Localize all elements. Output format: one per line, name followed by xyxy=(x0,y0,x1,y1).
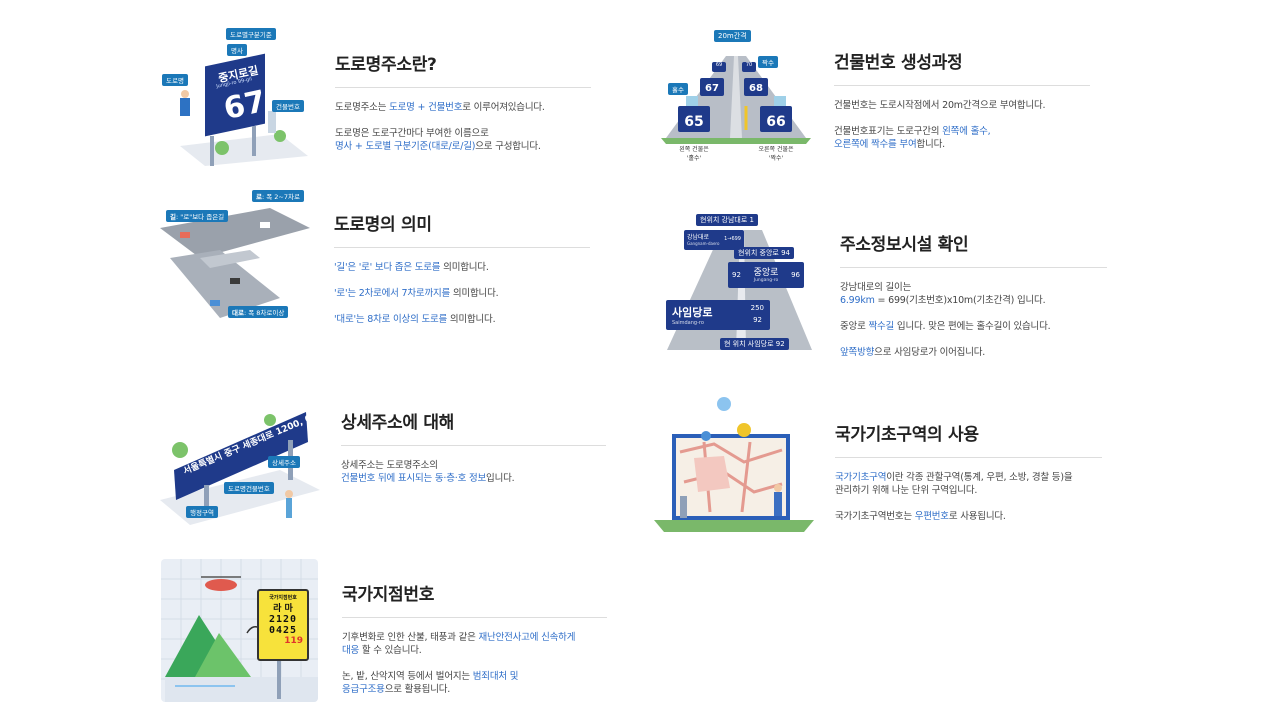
tag-road-criterion: 도로별구분기준 xyxy=(226,28,276,40)
detail-address-illustration: 서울특별시 중구 세종대로 1200, 00동 00호 상세주소 도로명건물번호… xyxy=(160,390,349,530)
road-meaning-illustration: 로: 폭 2~7차로 길: "로"보다 좁은길 대로: 폭 8차로이상 xyxy=(160,188,310,328)
card-title: 상세주소에 대해 xyxy=(341,408,606,446)
tag-even: 짝수 xyxy=(758,56,778,68)
card-description: 건물번호는 도로시작점에서 20m간격으로 부여합니다. 건물번호표기는 도로구… xyxy=(834,100,1046,150)
card-description: 상세주소는 도로명주소의 건물번호 뒤에 표시되는 동·층·호 정보입니다. xyxy=(341,460,515,484)
tag-ro: 로: 폭 2~7차로 xyxy=(252,190,304,202)
card-title: 도로명주소란? xyxy=(335,50,591,88)
isometric-roads-graphic xyxy=(160,208,310,318)
sign-saimdang-ro: 사임당로 Saimdang-ro 250 92 xyxy=(666,300,770,330)
card-description: 기후변화로 인한 산불, 태풍과 같은 재난안전사고에 신속하게 대응 할 수 … xyxy=(342,632,576,695)
card-title: 건물번호 생성과정 xyxy=(834,48,1090,86)
sign-68: 68 xyxy=(744,78,768,96)
location-tag-2: 현위치 중앙로 94 xyxy=(734,247,794,259)
national-point-number-illustration: 국가지점번호 라 마 2120 0425 119 xyxy=(161,559,318,702)
tag-road-name: 도로명 xyxy=(162,74,188,86)
sign-gangnam-daero: 강남대로 Gangnam-daero 1→699 xyxy=(684,230,744,250)
board-row-1: 2120 xyxy=(268,614,298,625)
road-sign-illustration: 도로별구분기준 명사 도로명 건물번호 중지로길 Jungji-ro 99-gi… xyxy=(160,26,310,166)
board-title: 국가지점번호 xyxy=(269,595,297,601)
address-facility-illustration: 현위치 강남대로 1 강남대로 Gangnam-daero 1→699 현위치 … xyxy=(662,210,820,355)
map-screen-graphic xyxy=(654,397,814,532)
sign-67: 67 xyxy=(700,78,724,96)
card-title: 주소정보시설 확인 xyxy=(840,230,1107,268)
card-description: '길'은 '로' 보다 좁은 도로를 의미합니다. '로'는 2차로에서 7차로… xyxy=(334,262,499,325)
sign-jungang-ro: 중앙로 Jungang-ro 92 96 xyxy=(728,262,804,288)
road-sign-graphic xyxy=(180,53,308,166)
card-title: 도로명의 의미 xyxy=(334,210,590,248)
national-basic-zone-illustration xyxy=(654,392,814,537)
tag-building-number: 도로명건물번호 xyxy=(224,482,274,494)
tag-admin-area: 행정구역 xyxy=(186,506,218,518)
tag-building-number: 건물번호 xyxy=(272,100,304,112)
point-number-board: 국가지점번호 라 마 2120 0425 119 xyxy=(257,589,309,661)
board-row-2: 0425 xyxy=(268,625,298,636)
tag-noun: 명사 xyxy=(227,44,247,56)
tag-interval: 20m간격 xyxy=(714,30,751,42)
sign-66: 66 xyxy=(760,106,792,132)
sign-69: 69 xyxy=(712,62,726,72)
sign-70: 70 xyxy=(742,62,756,72)
right-building-label: 오른쪽 건물은'짝수' xyxy=(758,146,794,162)
card-description: 강남대로의 길이는 6.99km = 699(기초번호)x10m(기초간격) 입… xyxy=(840,282,1051,358)
tag-gil: 길: "로"보다 좁은길 xyxy=(166,210,229,222)
location-tag-1: 현위치 강남대로 1 xyxy=(696,214,758,226)
sign-65: 65 xyxy=(678,106,710,132)
board-letters: 라 마 xyxy=(273,604,293,614)
card-description: 국가기초구역이란 각종 관할구역(통계, 우편, 소방, 경찰 등)을 관리하기… xyxy=(835,472,1073,522)
card-title: 국가기초구역의 사용 xyxy=(835,420,1102,458)
building-number-illustration: 20m간격 짝수 홀수 69 70 67 68 65 66 왼쪽 건물은'홀수'… xyxy=(656,26,816,166)
card-title: 국가지점번호 xyxy=(342,580,607,618)
tag-odd: 홀수 xyxy=(668,83,688,95)
card-description: 도로명주소는 도로명 + 건물번호로 이루어져있습니다. 도로명은 도로구간마다… xyxy=(335,102,545,152)
board-emergency: 119 xyxy=(284,636,303,646)
tag-detail-address: 상세주소 xyxy=(268,456,300,468)
location-tag-3: 현 위치 사임당로 92 xyxy=(720,338,789,350)
left-building-label: 왼쪽 건물은'홀수' xyxy=(679,146,709,162)
tag-daero: 대로: 폭 8차로이상 xyxy=(228,306,289,318)
